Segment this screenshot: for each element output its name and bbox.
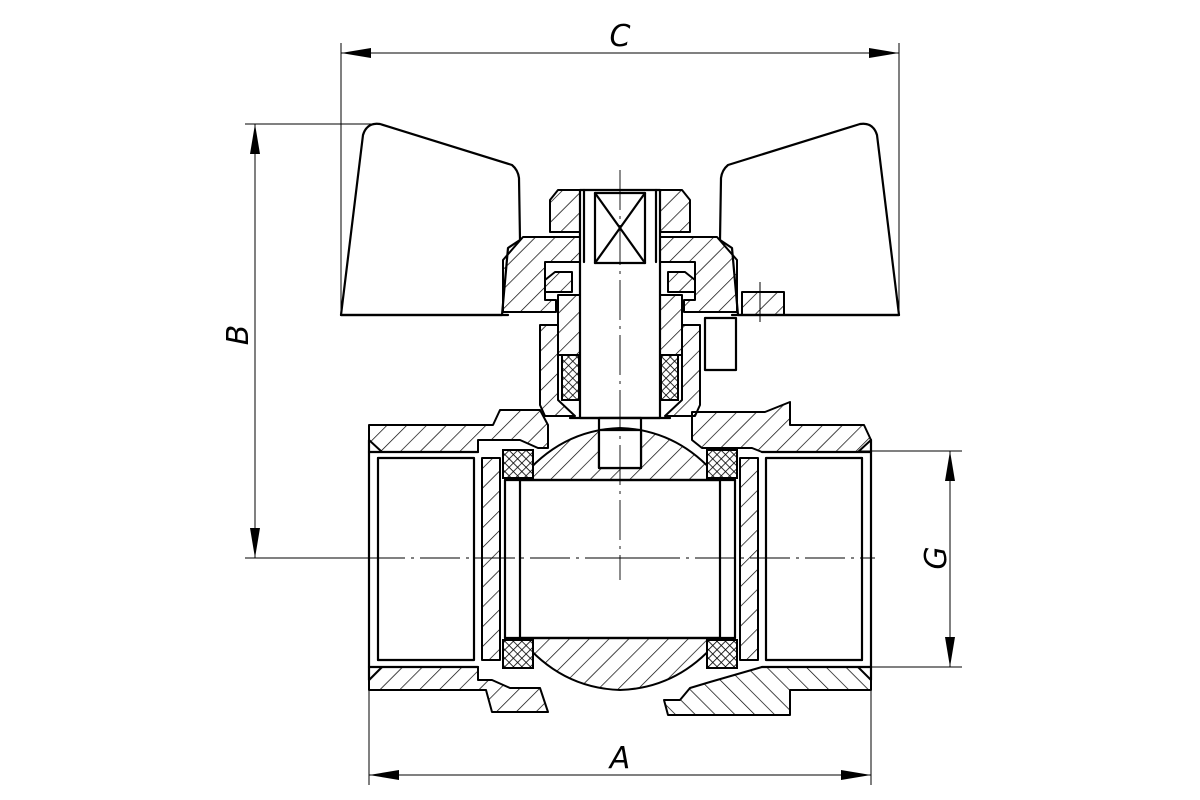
butterfly-handle <box>339 122 901 322</box>
dimension-c-label: C <box>610 19 631 54</box>
dimension-c: C <box>340 19 900 315</box>
handle-hub <box>502 189 738 313</box>
right-port <box>760 438 873 682</box>
packing-gland <box>539 294 738 417</box>
dimension-a-label: A <box>608 741 631 776</box>
seat-rings <box>502 449 738 669</box>
dimension-g: G <box>860 450 962 668</box>
dimension-g-label: G <box>919 546 954 569</box>
dimension-b-label: B <box>221 325 256 346</box>
left-port <box>367 438 480 682</box>
valve-body <box>368 401 872 716</box>
dimension-b: B <box>221 123 375 559</box>
dimension-a: A <box>368 690 872 785</box>
center-lines <box>365 170 875 580</box>
